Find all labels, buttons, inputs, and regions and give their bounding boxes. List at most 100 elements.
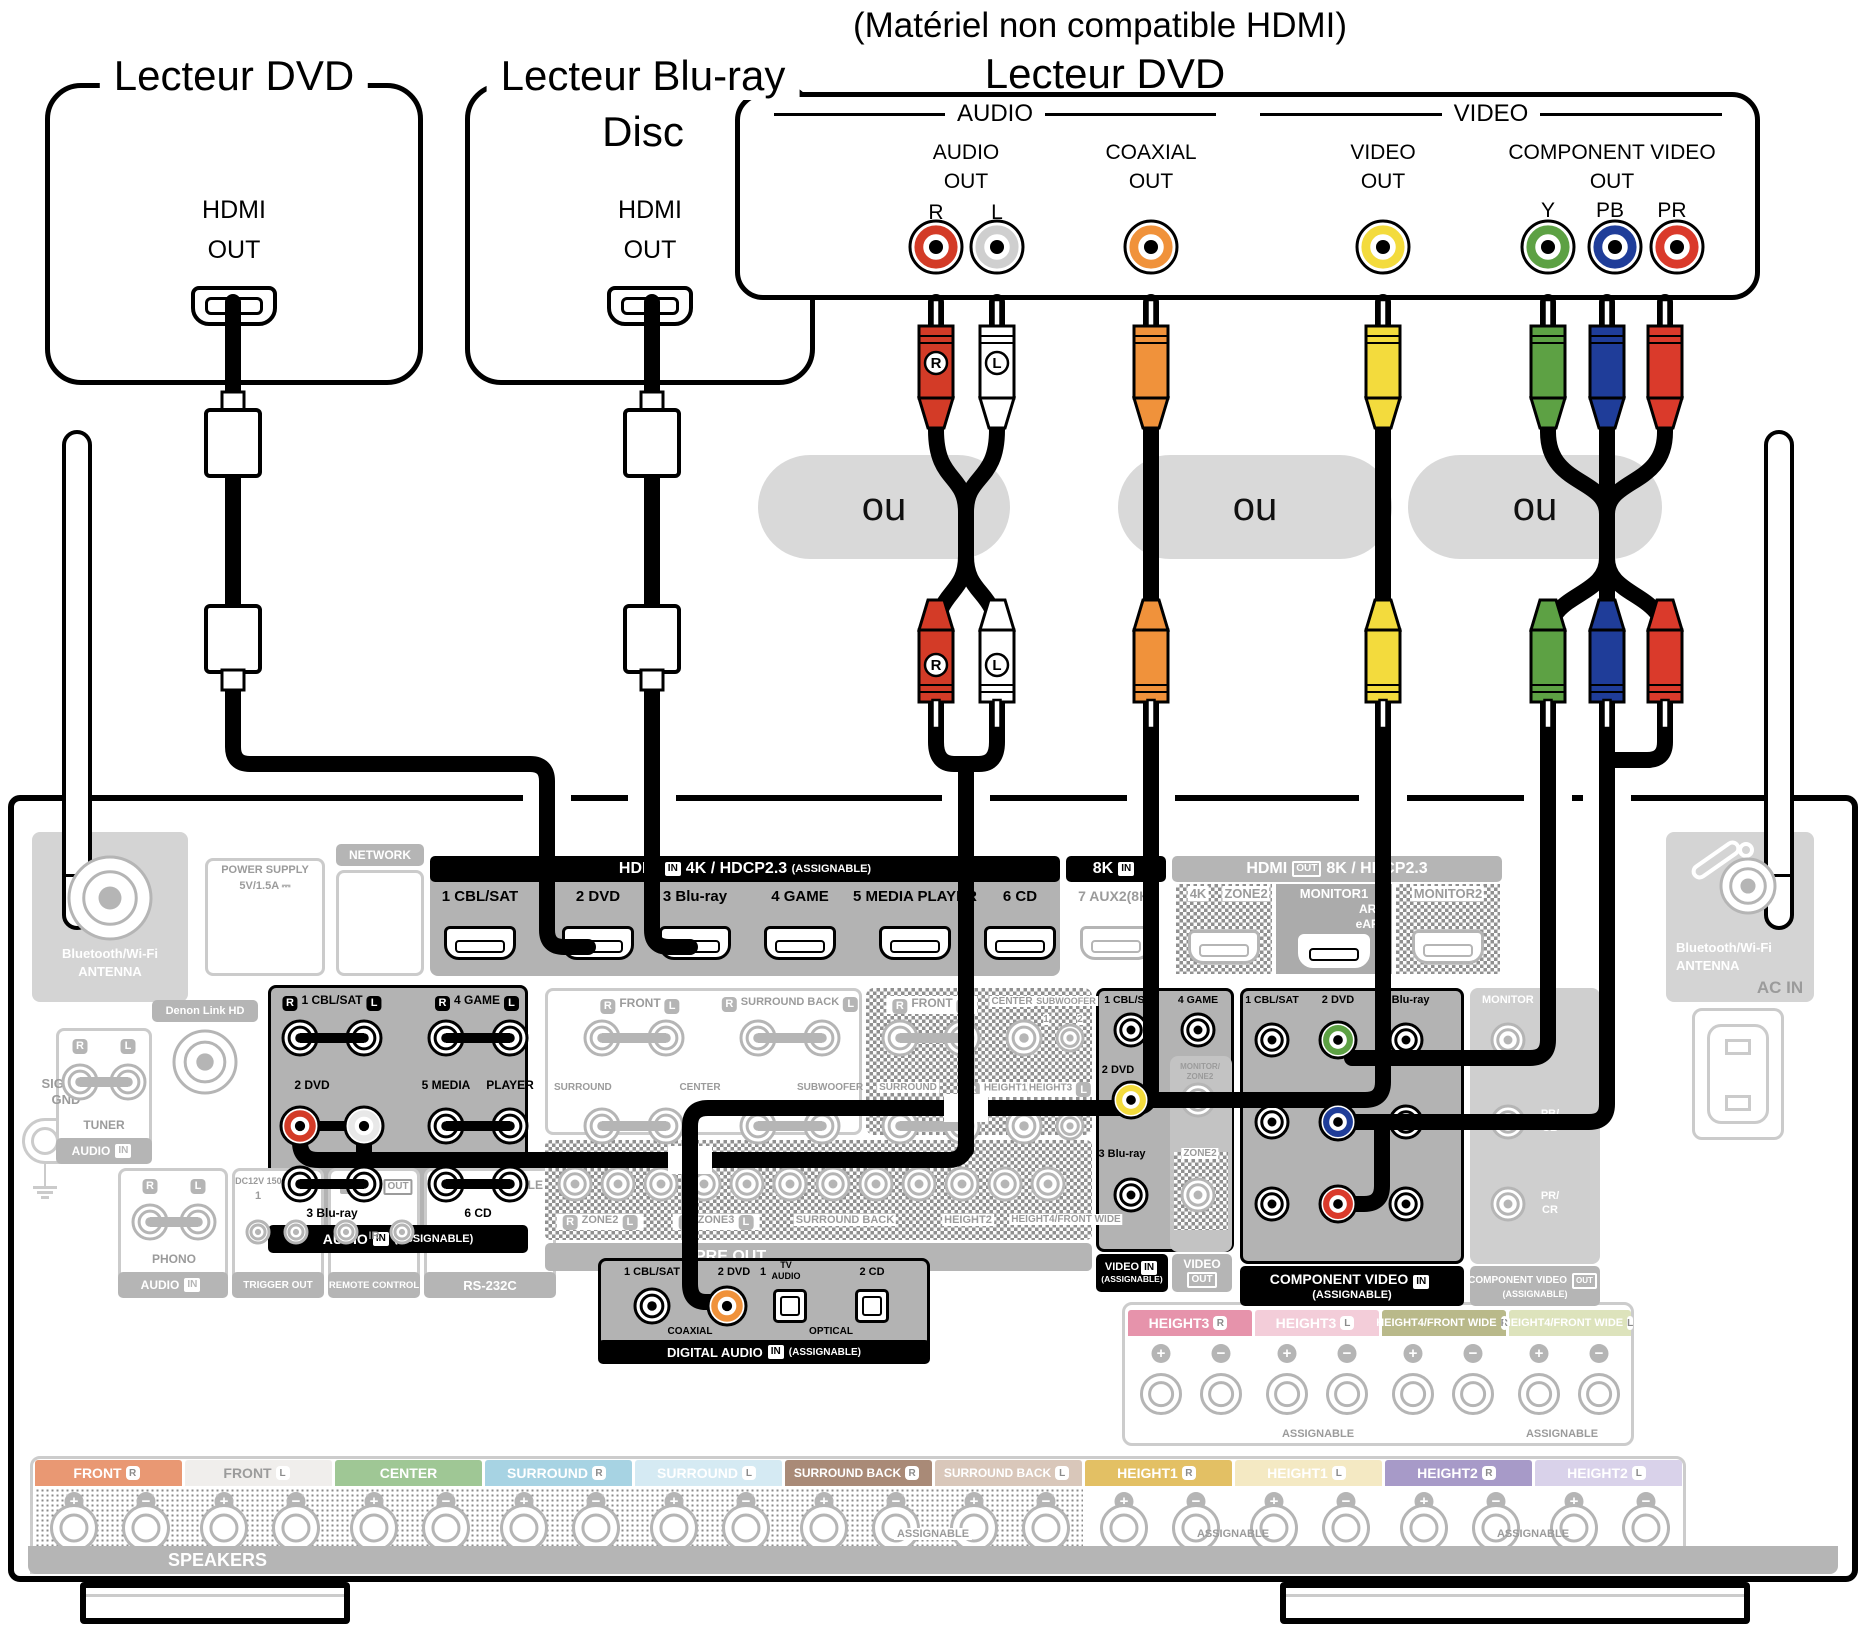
- assignable-label-sback: ASSIGNABLE: [893, 1528, 973, 1540]
- comp-3bluray-label: 3 Blu-ray: [1382, 994, 1430, 1006]
- speaker-post: [722, 1504, 770, 1552]
- network-label: NETWORK: [336, 844, 424, 866]
- network-box: [336, 870, 424, 976]
- speaker-post: [1622, 1504, 1670, 1552]
- cable-comp-pr-stub: [1599, 550, 1673, 768]
- dvd-hdmi-label: HDMI: [202, 196, 266, 224]
- minus-sign: −: [1337, 1344, 1357, 1363]
- plus-sign: +: [1403, 1344, 1423, 1363]
- hdmi-out-4k-label: 4K: [1187, 886, 1209, 901]
- speaker-post: [1140, 1373, 1182, 1415]
- cable-audio-l-bottom: [958, 548, 1005, 772]
- video-cblsat-label: 1 CBL/SAT: [1104, 994, 1158, 1006]
- audio-in-3bluray-label: 3 Blu-ray: [306, 1206, 358, 1220]
- hdmi-out-arc-label: ARC: [1359, 902, 1385, 916]
- bt-left-label2: ANTENNA: [78, 964, 142, 979]
- preout-height2-label: HEIGHT2: [942, 1214, 994, 1226]
- hdmi-plug: [623, 390, 681, 692]
- hdmi-port-label-2: 2 DVD: [575, 888, 621, 905]
- source-box-bluray-title: Lecteur Blu-ray: [486, 52, 800, 100]
- video-group-header: VIDEO: [1248, 100, 1734, 128]
- preout-c-sub-label: SUBWOOFER: [1034, 996, 1098, 1006]
- speaker-post: [1550, 1504, 1598, 1552]
- svg-text:L: L: [992, 355, 1001, 372]
- digital-cblsat-label: 1 CBL/SAT: [623, 1266, 681, 1278]
- comp-cblsat-label: 1 CBL/SAT: [1245, 994, 1299, 1006]
- cable-audio-r-bottom: [928, 548, 974, 772]
- remote-out-badge: OUT: [378, 1178, 417, 1195]
- hdmi-out-monitor1-label: MONITOR1: [1299, 886, 1369, 901]
- source-box-dvd-analog-title: Lecteur DVD: [984, 50, 1226, 97]
- bluray-hdmi-label: HDMI: [618, 196, 682, 224]
- speaker-post: [272, 1504, 320, 1552]
- hdmi-in-port-6: [984, 926, 1056, 960]
- speaker-post: [800, 1504, 848, 1552]
- dvd-out-label: OUT: [207, 236, 261, 264]
- audio-l-label: L: [991, 201, 1003, 224]
- speaker-post: [350, 1504, 398, 1552]
- preout-surround-label: SURROUND: [554, 1082, 612, 1093]
- component-pb-label: PB: [1595, 199, 1625, 222]
- hdmi-out-port-monitor1: [1298, 934, 1370, 968]
- hdmi-port-icon: [191, 286, 277, 326]
- speaker-post: [500, 1504, 548, 1552]
- rs232-bar: RS-232C: [424, 1272, 556, 1298]
- wifi-antenna-right: [1764, 430, 1794, 930]
- video-4game-label: 4 GAME: [1177, 994, 1219, 1006]
- component-y-label: Y: [1540, 199, 1556, 222]
- hdmi-out-monitor2-label: MONITOR2: [1411, 886, 1485, 901]
- hdmi-port-label-1: 1 CBL/SAT: [441, 888, 519, 905]
- video-3bluray-label: 3 Blu-ray: [1098, 1148, 1146, 1160]
- preout-height4-label: HEIGHT4/FRONT WIDE: [1009, 1214, 1123, 1225]
- preout-sub2: 2: [1077, 1014, 1083, 1025]
- hdmi-out-zone2-label: ZONE2: [1222, 886, 1270, 901]
- or-pill-video: ou: [1118, 455, 1392, 559]
- svg-text:L: L: [992, 657, 1001, 674]
- preout-sub1: 1: [1043, 1014, 1049, 1025]
- ac-in-label: AC IN: [1756, 978, 1804, 997]
- rs232-spec: STRAIGHT CABLE: [437, 1178, 543, 1192]
- preout-center-label: CENTER: [679, 1082, 721, 1093]
- hdmi-out-port-zone2: [1188, 930, 1260, 964]
- speaker-post: [1322, 1504, 1370, 1552]
- power-supply-label: POWER SUPPLY: [221, 864, 309, 876]
- svg-text:R: R: [931, 355, 942, 372]
- hdmi-port-label-3: 3 Blu-ray: [662, 888, 728, 905]
- preout-subwoofer-label: SUBWOOFER: [796, 1082, 864, 1093]
- power-supply-spec: 5V/1.5A ⎓: [239, 880, 291, 892]
- hdmi-plug: [204, 390, 262, 692]
- preout-c-surround-label: SURROUND: [877, 1082, 939, 1093]
- phono-l-badge: L: [187, 1176, 210, 1194]
- comp-2dvd-label: 2 DVD: [1321, 994, 1355, 1006]
- ac-inlet: [1692, 1008, 1784, 1140]
- minus-sign: −: [1589, 1344, 1609, 1363]
- svg-text:R: R: [931, 657, 942, 674]
- video-2dvd-label: 2 DVD: [1101, 1064, 1135, 1076]
- hdmi-in-port-5: [879, 926, 951, 960]
- phono-label: PHONO: [151, 1252, 197, 1266]
- digital-2cd-label: 2 CD: [859, 1266, 885, 1278]
- speaker-post: [1578, 1373, 1620, 1415]
- video-monitor-zone-label2: ZONE2: [1186, 1072, 1214, 1081]
- trigger-1: 1: [254, 1190, 262, 1202]
